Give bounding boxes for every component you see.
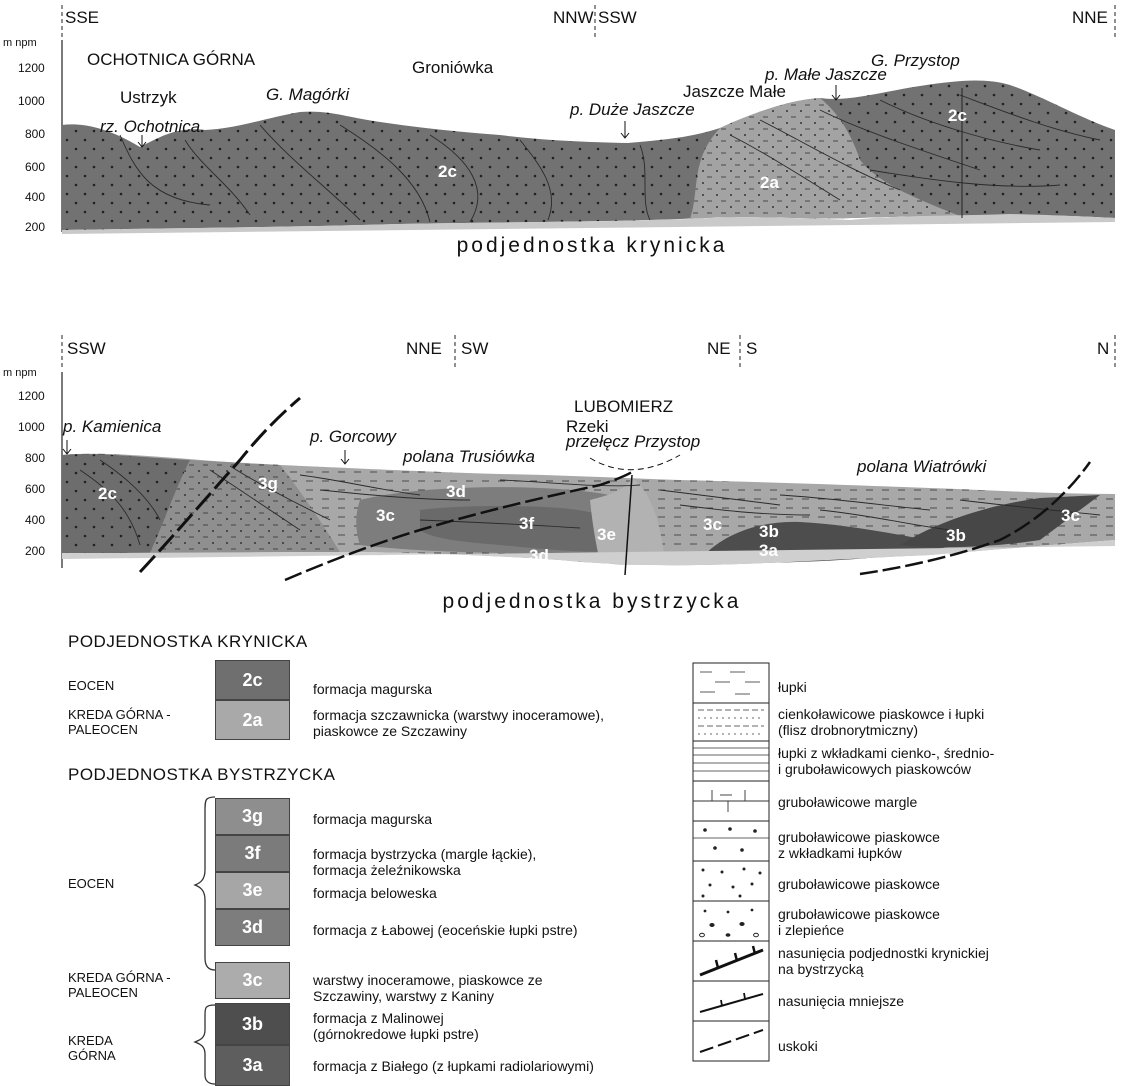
unit-box-3e: 3e [215,872,290,909]
age-kreda-paleocen-bystrzycka: KREDA GÓRNA - PALEOCEN [68,970,171,1000]
symbol-desc-piaskowce-lupki: gruboławicowe piaskowce z wkładkami łupk… [778,829,940,861]
unit-box-2c: 2c [215,660,290,700]
age-eocen-bystrzycka: EOCEN [68,876,114,891]
unit-box-3a: 3a [215,1045,290,1086]
symbol-desc-zlepience: gruboławicowe piaskowce i zlepieńce [778,906,940,938]
age-eocen-krynicka: EOCEN [68,678,114,693]
unit-desc-2c: formacja magurska [313,681,432,697]
symbol-desc-margle: gruboławicowe margle [778,794,917,810]
unit-desc-3f: formacja bystrzycka (margle łąckie), for… [313,846,536,878]
symbol-desc-uskoki: uskoki [778,1038,818,1054]
unit-box-3d: 3d [215,909,290,946]
unit-box-3b: 3b [215,1003,290,1045]
symbol-desc-lupki: łupki [778,679,807,695]
symbol-desc-lupki-wkladki: łupki z wkładkami cienko-, średnio- i gr… [778,745,994,777]
unit-desc-3g: formacja magurska [313,811,432,827]
unit-box-3f: 3f [215,835,290,872]
age-kreda-paleocen-krynicka: KREDA GÓRNA - PALEOCEN [68,707,171,737]
unit-box-2a: 2a [215,700,290,740]
legend-heading-krynicka: PODJEDNOSTKA KRYNICKA [68,632,308,652]
unit-desc-3b: formacja z Malinowej (górnokredowe łupki… [313,1010,479,1042]
unit-box-3g: 3g [215,798,290,835]
symbol-desc-nasuniecia-krynickiej: nasunięcia podjednostki krynickiej na by… [778,945,989,977]
age-kreda-gorna: KREDA GÓRNA [68,1033,116,1063]
symbol-desc-cienkolawicowe: cienkoławicowe piaskowce i łupki (flisz … [778,706,984,738]
symbol-desc-nasuniecia-mniejsze: nasunięcia mniejsze [778,993,904,1009]
unit-box-3c: 3c [215,962,290,999]
symbol-desc-piaskowce: gruboławicowe piaskowce [778,876,940,892]
unit-desc-3a: formacja z Białego (z łupkami radiolario… [313,1058,594,1074]
unit-desc-2a: formacja szczawnicka (warstwy inoceramow… [313,707,604,739]
unit-desc-3c: warstwy inoceramowe, piaskowce ze Szczaw… [313,972,543,1004]
unit-desc-3e: formacja beloweska [313,885,437,901]
legend-heading-bystrzycka: PODJEDNOSTKA BYSTRZYCKA [68,765,336,785]
unit-desc-3d: formacja z Łabowej (eoceńskie łupki pstr… [313,922,578,938]
